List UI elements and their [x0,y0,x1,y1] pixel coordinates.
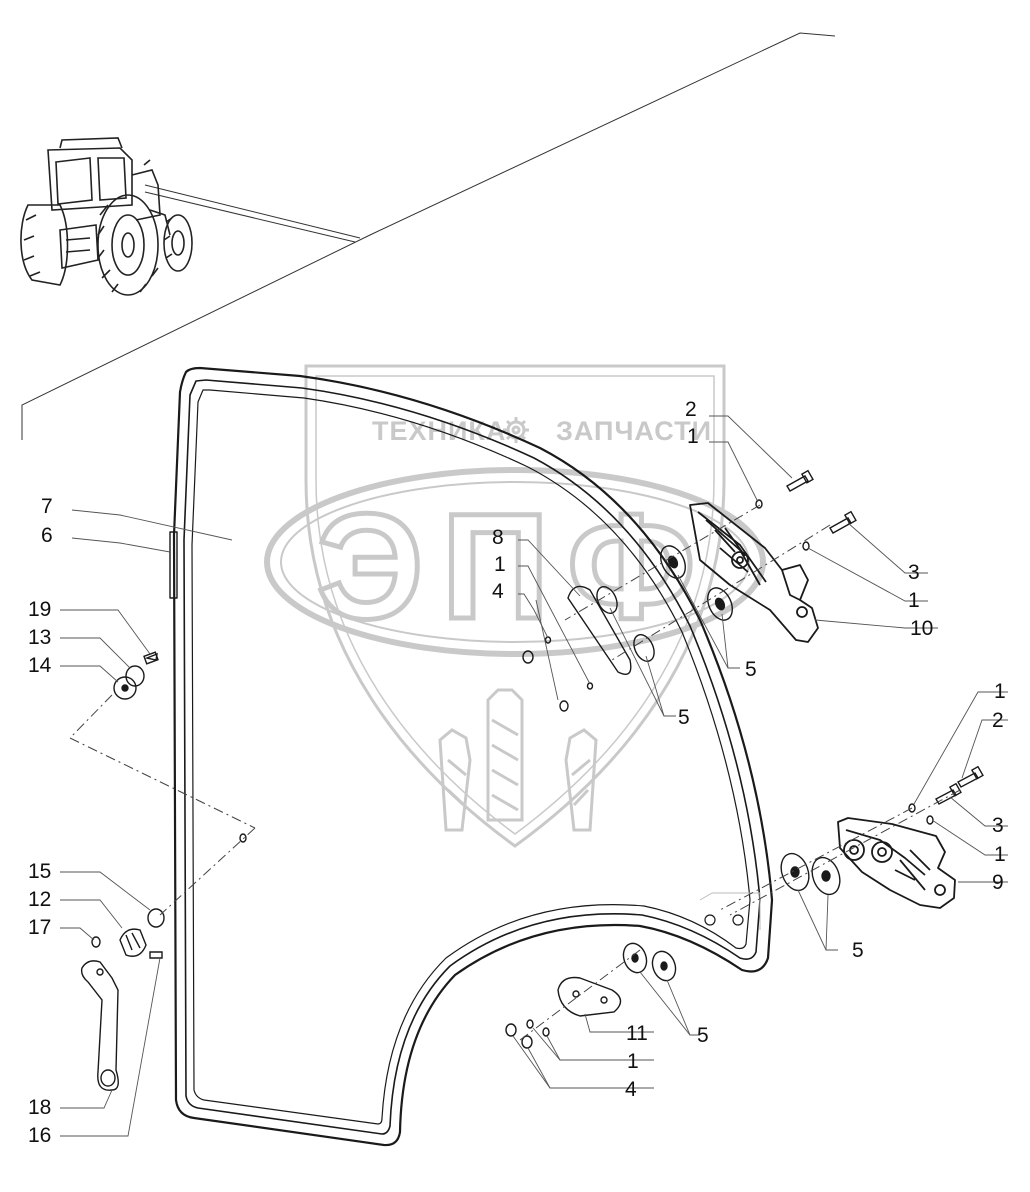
callout-label: 4 [625,1078,637,1101]
callout-label: 16 [28,1124,51,1147]
callout-label: 10 [910,617,933,640]
callout-label: 9 [992,871,1004,894]
callout-label: 17 [28,916,51,939]
tractor-thumbnail [20,137,193,296]
callout-label: 5 [678,706,690,729]
callout-label: 2 [992,709,1004,732]
callout-label: 15 [28,860,51,883]
assembly-axis-lines [69,504,961,1041]
lower-hinge-bracket [837,817,956,909]
callout-label: 1 [627,1050,639,1073]
leader-lines [60,415,1008,1137]
callout-label: 14 [28,654,52,677]
callout-label: 1 [908,589,920,612]
callout-label: 5 [852,939,864,962]
callout-label: 1 [494,553,506,576]
callout-label: 1 [687,425,699,448]
callout-label: 1 [994,843,1006,866]
callout-label: 5 [697,1024,709,1047]
sheet-boundary-lines [21,32,836,440]
watermark-logo-letters: ЭПФ [317,482,714,650]
watermark-shield [304,364,726,848]
watermark-logo [264,364,766,848]
watermark-oval [264,467,766,657]
callout-label: 19 [28,598,51,621]
watermark-wheat-icon [438,688,598,832]
door-glass [169,366,774,1147]
callout-label: 18 [28,1096,51,1119]
callout-label: 6 [41,524,53,547]
callout-label: 3 [992,814,1004,837]
callout-label: 8 [492,526,504,549]
callout-label: 5 [745,658,757,681]
callout-label: 11 [626,1022,648,1045]
watermark-text-right: ЗАПЧАСТИ [556,416,712,446]
callout-label: 3 [908,561,920,584]
callout-label: 2 [685,398,697,421]
callout-label: 4 [492,580,504,603]
callout-label: 13 [28,626,51,649]
callout-label: 7 [41,495,53,518]
callout-label: 12 [28,888,51,911]
gear-icon [503,417,529,443]
callout-labels: 2 1 7 6 8 1 4 3 1 10 19 13 14 5 5 1 2 3 … [28,398,1006,1147]
callout-label: 1 [994,680,1006,703]
